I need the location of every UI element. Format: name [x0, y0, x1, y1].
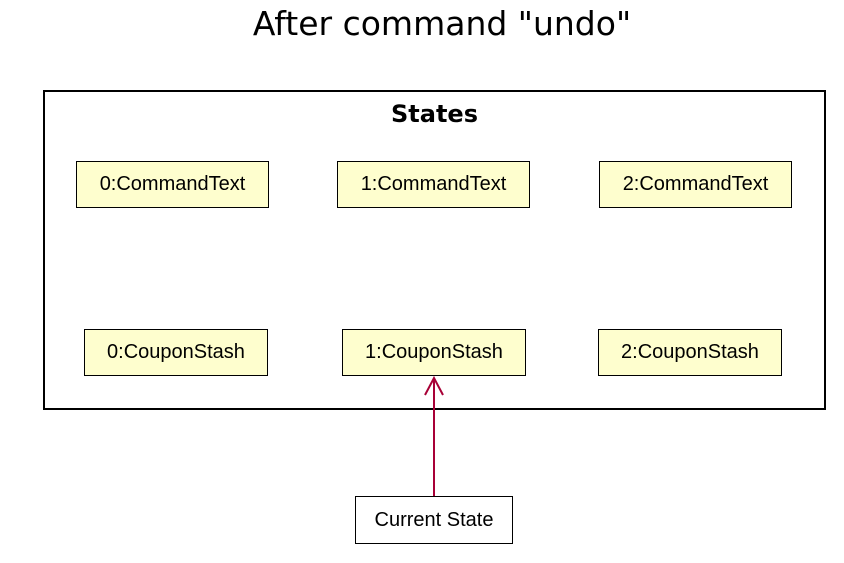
state-1-coupon-stash: 1:CouponStash: [342, 329, 526, 376]
diagram-title: After command "undo": [252, 4, 632, 43]
state-1-command-text: 1:CommandText: [337, 161, 530, 208]
state-0-command-text: 0:CommandText: [76, 161, 269, 208]
current-state-pointer: Current State: [355, 496, 513, 544]
state-2-coupon-stash: 2:CouponStash: [598, 329, 782, 376]
state-2-command-text: 2:CommandText: [599, 161, 792, 208]
package-label: States: [391, 100, 478, 128]
state-0-coupon-stash: 0:CouponStash: [84, 329, 268, 376]
